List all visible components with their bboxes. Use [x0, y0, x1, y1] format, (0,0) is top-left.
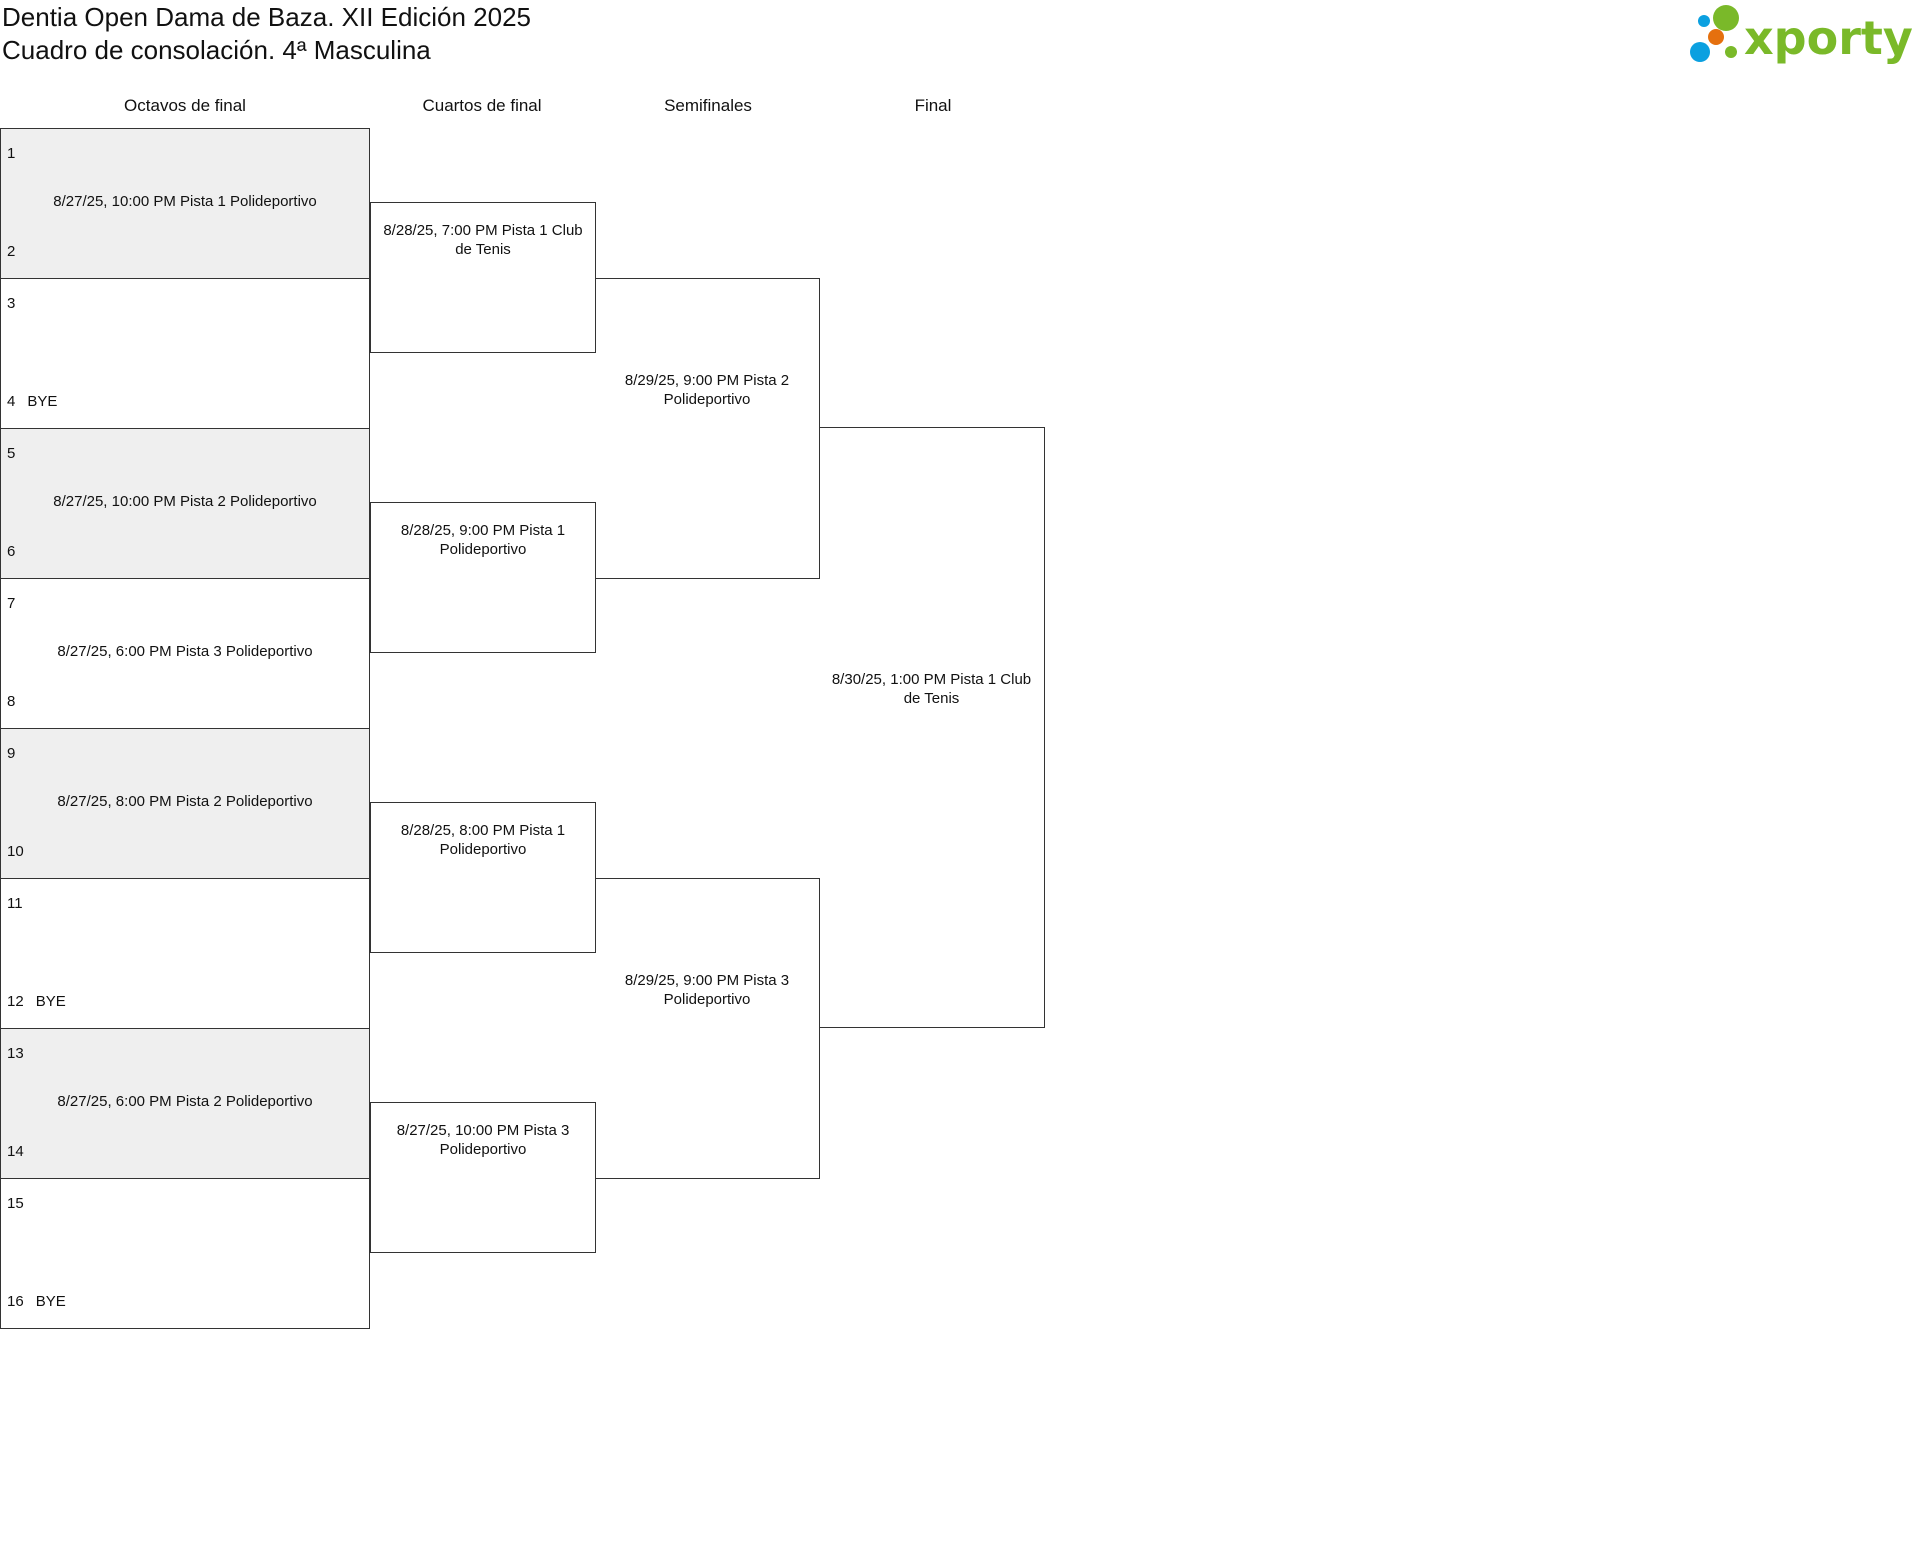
player-slot-bottom: 8 [7, 693, 27, 710]
seed-number: 1 [7, 145, 16, 162]
octavos-match[interactable]: 9 10 8/27/25, 8:00 PM Pista 2 Polideportiv… [0, 728, 370, 879]
seed-number: 11 [7, 895, 23, 912]
match-info: 8/29/25, 9:00 PM Pista 2 Polideportivo [624, 372, 790, 408]
player-slot-bottom: 10 [7, 843, 36, 860]
player-slot-top: 9 [7, 745, 27, 762]
player-slot-bottom: 4 BYE [7, 393, 57, 410]
match-info: 8/27/25, 6:00 PM Pista 2 Polideportivo [57, 1093, 313, 1110]
match-info: 8/28/25, 7:00 PM Pista 1 Club de Tenis [383, 222, 583, 258]
player-name: BYE [35, 1293, 66, 1310]
round-header-final: Final [914, 96, 952, 115]
draw-subtitle: Cuadro de consolación. 4ª Masculina [2, 35, 431, 65]
seed-number: 9 [7, 745, 16, 762]
semifinal-match[interactable]: 8/29/25, 9:00 PM Pista 2 Polideportivo [595, 278, 820, 579]
round-header-semifinales: Semifinales [664, 96, 752, 115]
match-info: 8/27/25, 6:00 PM Pista 3 Polideportivo [57, 643, 313, 660]
player-slot-top: 5 [7, 445, 27, 462]
seed-number: 8 [7, 693, 16, 710]
final-match[interactable]: 8/30/25, 1:00 PM Pista 1 Club de Tenis [819, 427, 1045, 1028]
seed-number: 14 [7, 1143, 24, 1160]
player-slot-bottom: 6 [7, 543, 27, 560]
match-info: 8/28/25, 9:00 PM Pista 1 Polideportivo [400, 522, 566, 558]
match-info: 8/27/25, 10:00 PM Pista 2 Polideportivo [53, 493, 317, 510]
octavos-match[interactable]: 3 4 BYE [0, 278, 370, 429]
seed-number: 13 [7, 1045, 24, 1062]
round-header-cuartos: Cuartos de final [422, 96, 542, 115]
cuartos-match[interactable]: 8/27/25, 10:00 PM Pista 3 Polideportivo [370, 1102, 596, 1253]
seed-number: 10 [7, 843, 24, 860]
match-info: 8/29/25, 9:00 PM Pista 3 Polideportivo [624, 972, 790, 1008]
seed-number: 4 [7, 393, 16, 410]
match-info: 8/27/25, 10:00 PM Pista 1 Polideportivo [53, 193, 317, 210]
seed-number: 12 [7, 993, 24, 1010]
seed-number: 6 [7, 543, 16, 560]
match-info: 8/28/25, 8:00 PM Pista 1 Polideportivo [400, 822, 566, 858]
match-info: 8/27/25, 10:00 PM Pista 3 Polideportivo [396, 1122, 570, 1158]
octavos-match[interactable]: 13 14 8/27/25, 6:00 PM Pista 2 Polideporti… [0, 1028, 370, 1179]
player-slot-bottom: 14 [7, 1143, 36, 1160]
player-name: BYE [35, 993, 66, 1010]
cuartos-match[interactable]: 8/28/25, 7:00 PM Pista 1 Club de Tenis [370, 202, 596, 353]
octavos-match[interactable]: 11 12 BYE [0, 878, 370, 1029]
cuartos-match[interactable]: 8/28/25, 8:00 PM Pista 1 Polideportivo [370, 802, 596, 953]
player-slot-bottom: 16 BYE [7, 1293, 66, 1310]
player-slot-bottom: 2 [7, 243, 27, 260]
seed-number: 5 [7, 445, 16, 462]
octavos-match[interactable]: 7 8 8/27/25, 6:00 PM Pista 3 Polideportivo [0, 578, 370, 729]
seed-number: 3 [7, 295, 16, 312]
tournament-title: Dentia Open Dama de Baza. XII Edición 20… [2, 2, 531, 32]
seed-number: 16 [7, 1293, 24, 1310]
player-slot-top: 3 [7, 295, 27, 312]
player-slot-top: 13 [7, 1045, 36, 1062]
octavos-match[interactable]: 1 2 8/27/25, 10:00 PM Pista 1 Polideportiv… [0, 128, 370, 279]
seed-number: 7 [7, 595, 16, 612]
svg-text:xporty: xporty [1744, 11, 1913, 65]
seed-number: 15 [7, 1195, 24, 1212]
round-header-octavos: Octavos de final [124, 96, 246, 115]
player-slot-top: 11 [7, 895, 35, 912]
octavos-match[interactable]: 15 16 BYE [0, 1178, 370, 1329]
cuartos-match[interactable]: 8/28/25, 9:00 PM Pista 1 Polideportivo [370, 502, 596, 653]
player-slot-top: 15 [7, 1195, 36, 1212]
match-info: 8/30/25, 1:00 PM Pista 1 Club de Tenis [831, 671, 1032, 707]
seed-number: 2 [7, 243, 16, 260]
match-info: 8/27/25, 8:00 PM Pista 2 Polideportivo [57, 793, 313, 810]
player-slot-top: 7 [7, 595, 27, 612]
player-slot-bottom: 12 BYE [7, 993, 66, 1010]
player-name: BYE [27, 393, 58, 410]
octavos-match[interactable]: 5 6 8/27/25, 10:00 PM Pista 2 Polideportiv… [0, 428, 370, 579]
xporty-logo: xporty [1690, 5, 1913, 65]
player-slot-top: 1 [7, 145, 27, 162]
semifinal-match[interactable]: 8/29/25, 9:00 PM Pista 3 Polideportivo [595, 878, 820, 1179]
